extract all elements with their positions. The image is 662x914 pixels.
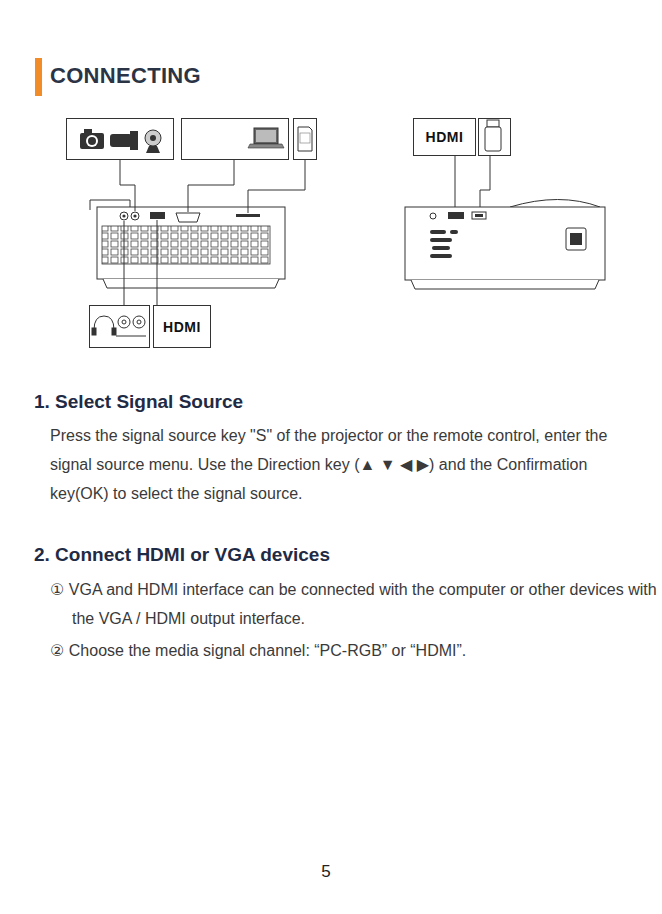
hdmi-logo: HDMI [426,129,464,145]
projector-side [405,200,605,290]
audio-icons [92,316,146,336]
heading-bar [35,58,42,96]
device-boxes [67,119,511,348]
laptop-icon [248,128,284,148]
camera-icons [80,129,161,153]
hdmi-logo-box: HDMI [153,305,211,348]
list-item: ② Choose the media signal channel: “PC-R… [50,636,658,665]
page-number: 5 [316,862,336,882]
page-title: CONNECTING [50,63,201,89]
usb-stick-icon [485,120,501,151]
section-heading: 1. Select Signal Source [34,391,634,413]
hdmi-logo: HDMI [163,319,201,335]
sd-card-icon [298,127,312,151]
list-item: ① VGA and HDMI interface can be connecte… [50,575,658,633]
body-text: Press the signal source key "S" of the p… [50,421,640,508]
section-heading: 2. Connect HDMI or VGA devices [34,544,634,566]
hdmi-logo-box: HDMI [413,118,476,156]
projector-rear [90,200,285,288]
